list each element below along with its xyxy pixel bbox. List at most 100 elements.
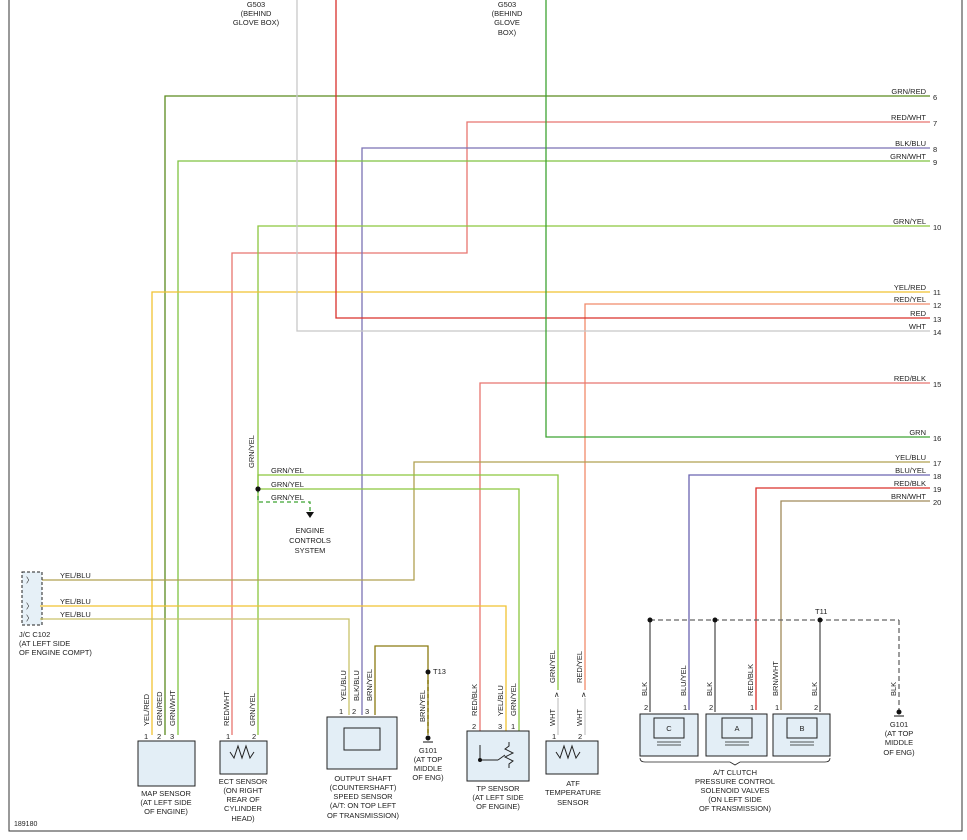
ect-sensor: 1 2 RED/WHT GRN/YEL ECT SENSOR (ON RIGHT… [219,691,268,823]
figure-id: 189180 [14,821,37,828]
wire-17 [40,461,930,581]
wire-19 [755,487,930,710]
svg-text:12: 12 [933,301,941,310]
svg-text:9: 9 [933,158,937,167]
svg-text:YEL/BLU: YEL/BLU [60,597,91,606]
svg-text:BLK: BLK [810,682,819,696]
wire-11 [151,291,930,735]
svg-text:YEL/RED: YEL/RED [142,693,151,726]
svg-text:BLK/BLU: BLK/BLU [895,139,926,148]
svg-text:∧: ∧ [554,690,560,699]
wire-8 [361,147,930,715]
wire-6 [164,95,930,735]
svg-text:7: 7 [933,119,937,128]
svg-text:BLK: BLK [889,682,898,696]
svg-text:MIDDLE: MIDDLE [414,764,442,773]
svg-text:(BEHIND: (BEHIND [241,9,272,18]
g503-right-label: G503 (BEHIND GLOVE BOX) [492,0,523,37]
svg-text:1: 1 [339,707,343,716]
svg-text:OUTPUT SHAFT: OUTPUT SHAFT [334,774,392,783]
diagram-frame [8,0,963,832]
svg-text:OF ENG): OF ENG) [883,748,915,757]
svg-text:GRN/YEL: GRN/YEL [271,493,304,502]
svg-text:1: 1 [775,703,779,712]
svg-text:GRN/YEL: GRN/YEL [548,650,557,683]
wire-12 [584,303,930,690]
svg-text:GRN/YEL: GRN/YEL [248,693,257,726]
wire-14 [296,0,930,332]
svg-text:RED/YEL: RED/YEL [575,651,584,683]
svg-text:T11: T11 [815,607,827,616]
svg-text:WHT: WHT [575,709,584,726]
svg-text:6: 6 [933,93,937,102]
svg-text:T13: T13 [433,667,446,676]
svg-text:GRN/YEL: GRN/YEL [509,683,518,716]
svg-text:(COUNTERSHAFT): (COUNTERSHAFT) [330,783,397,792]
svg-text:YEL/BLU: YEL/BLU [60,571,91,580]
svg-text:10: 10 [933,223,941,232]
svg-text:3: 3 [498,722,502,731]
svg-text:GRN/YEL: GRN/YEL [247,435,256,468]
svg-text:GRN/YEL: GRN/YEL [271,480,304,489]
svg-text:G503: G503 [247,0,265,9]
svg-text:CYLINDER: CYLINDER [224,804,263,813]
wire-13 [335,0,930,319]
svg-text:YEL/BLU: YEL/BLU [895,453,926,462]
splice-dot [425,669,431,675]
svg-text:1: 1 [144,732,148,741]
svg-text:YEL/BLU: YEL/BLU [60,610,91,619]
svg-text:BRN/YEL: BRN/YEL [365,669,374,701]
svg-text:REAR OF: REAR OF [226,795,260,804]
svg-text:G503: G503 [498,0,516,9]
jc-c102: 〉 〉 〉 YEL/BLU YEL/BLU YEL/BLU J/C C102 (… [19,571,92,657]
svg-text:(AT LEFT SIDE: (AT LEFT SIDE [140,798,191,807]
wire-9 [177,160,930,735]
svg-text:GRN/RED: GRN/RED [155,691,164,726]
atf-temp-sensor: ∧ ∧ GRN/YEL RED/YEL 1 2 WHT WHT ATF TEMP… [545,650,601,807]
svg-text:13: 13 [933,315,941,324]
bus-wires [40,0,930,735]
map-sensor: 1 2 3 YEL/RED GRN/RED GRN/WHT MAP SENSOR… [137,690,196,816]
svg-text:14: 14 [933,328,941,337]
svg-text:BLU/YEL: BLU/YEL [679,665,688,696]
svg-text:WHT: WHT [909,322,926,331]
svg-text:BLU/YEL: BLU/YEL [895,466,926,475]
svg-text:OF TRANSMISSION): OF TRANSMISSION) [327,811,399,820]
svg-text:SYSTEM: SYSTEM [295,546,326,555]
svg-text:PRESSURE CONTROL: PRESSURE CONTROL [695,777,775,786]
svg-text:〉: 〉 [26,602,34,611]
grn-yel-splice [255,474,559,735]
svg-text:16: 16 [933,434,941,443]
svg-text:ATF: ATF [566,779,580,788]
svg-text:(AT TOP: (AT TOP [885,729,914,738]
svg-text:GRN/YEL: GRN/YEL [271,466,304,475]
svg-text:ENGINE: ENGINE [296,526,325,535]
ground-icon [425,735,431,741]
svg-text:∧: ∧ [581,690,587,699]
svg-text:(BEHIND: (BEHIND [492,9,523,18]
svg-text:8: 8 [933,145,937,154]
svg-text:RED/WHT: RED/WHT [222,691,231,726]
svg-text:HEAD): HEAD) [231,814,255,823]
svg-text:11: 11 [933,288,941,297]
svg-text:SOLENOID VALVES: SOLENOID VALVES [701,786,770,795]
tp-sensor: 2 3 1 RED/BLK YEL/BLU GRN/YEL TP SENSOR … [466,683,530,811]
svg-text:GRN/RED: GRN/RED [891,87,926,96]
svg-text:(A/T: ON TOP LEFT: (A/T: ON TOP LEFT [330,801,397,810]
arrow-down-icon [306,512,314,518]
svg-text:1: 1 [750,703,754,712]
svg-text:2: 2 [252,732,256,741]
svg-text:CONTROLS: CONTROLS [289,536,331,545]
svg-text:WHT: WHT [548,709,557,726]
splice-labels: GRN/YEL GRN/YEL GRN/YEL GRN/YEL ENGINE C… [247,435,331,555]
wire-20 [780,500,930,710]
svg-text:3: 3 [365,707,369,716]
svg-text:A/T CLUTCH: A/T CLUTCH [713,768,757,777]
svg-text:OF ENGINE): OF ENGINE) [144,807,188,816]
svg-text:(AT LEFT SIDE: (AT LEFT SIDE [19,639,70,648]
svg-text:ECT SENSOR: ECT SENSOR [219,777,268,786]
svg-text:(ON LEFT SIDE: (ON LEFT SIDE [708,795,762,804]
svg-text:YEL/BLU: YEL/BLU [339,670,348,701]
svg-text:MIDDLE: MIDDLE [885,738,913,747]
